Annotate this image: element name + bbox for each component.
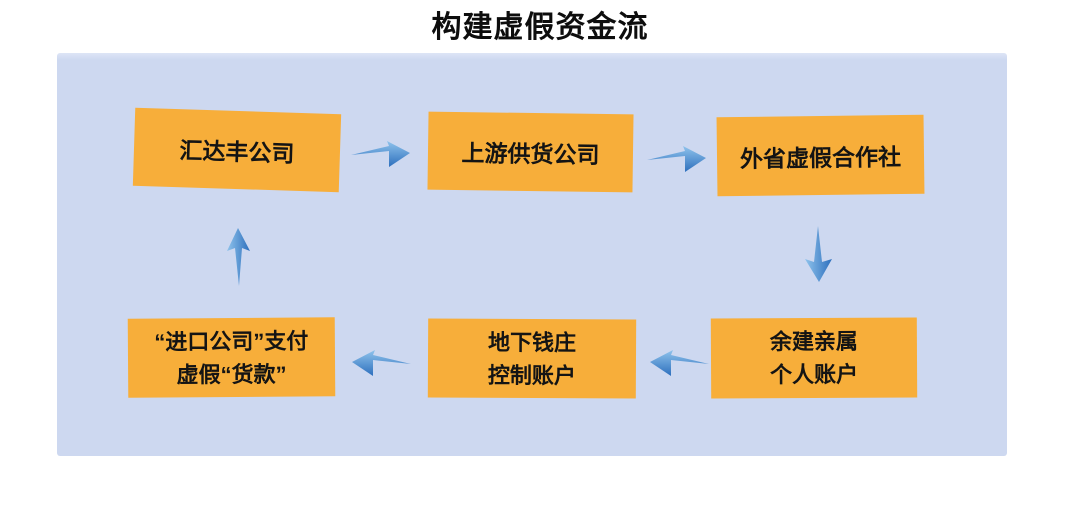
node-out-of-province-fake-cooperative: 外省虚假合作社 <box>716 114 925 197</box>
arrow-right-icon <box>351 141 410 167</box>
node-label-line2: 个人账户 <box>770 361 859 388</box>
node-huidafeng-company: 汇达丰公司 <box>132 107 342 193</box>
node-label: 汇达丰公司 <box>179 137 295 167</box>
node-yujian-relatives-personal-accounts: 余建亲属 个人账户 <box>710 317 918 399</box>
node-label-line2: 控制账户 <box>487 362 576 388</box>
node-label: 外省虚假合作社 <box>739 143 902 172</box>
arrow-left-icon <box>352 350 411 376</box>
arrow-right-icon <box>647 146 706 172</box>
node-import-company-pays-fake-payment: “进口公司”支付 虚假“货款” <box>127 317 336 398</box>
node-label: 上游供货公司 <box>461 140 600 168</box>
node-label-line1: “进口公司”支付 <box>154 327 309 355</box>
diagram-title: 构建虚假资金流 <box>431 11 649 44</box>
node-upstream-supplier: 上游供货公司 <box>427 111 634 193</box>
node-label-line2: 虚假“货款” <box>176 361 287 387</box>
arrow-up-icon <box>227 228 250 286</box>
arrow-down-icon <box>805 226 832 282</box>
node-underground-bank-controlled-accounts: 地下钱庄 控制账户 <box>427 318 637 399</box>
arrow-left-icon <box>650 350 709 376</box>
node-label-line1: 地下钱庄 <box>488 329 577 355</box>
node-label-line1: 余建亲属 <box>769 328 858 355</box>
